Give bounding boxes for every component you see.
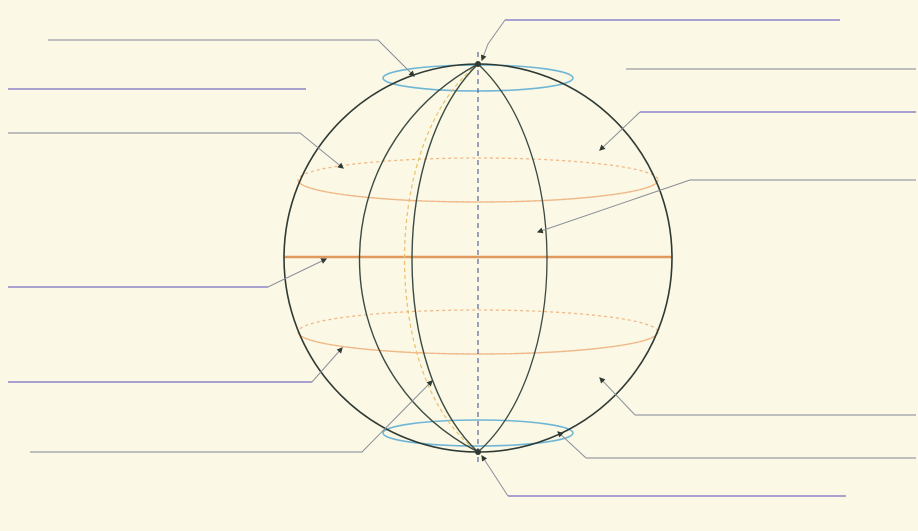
north-pole	[475, 61, 481, 67]
leader-line	[482, 456, 508, 496]
leader-line	[8, 259, 326, 287]
leader-line	[600, 112, 640, 150]
leader-line	[8, 348, 342, 382]
leader-line	[8, 133, 343, 168]
arctic-circle	[383, 65, 573, 91]
leader-line	[482, 20, 505, 60]
leader-line	[48, 40, 414, 76]
leader-line	[600, 378, 635, 415]
south-pole	[475, 449, 481, 455]
leader-line	[30, 381, 432, 452]
leader-line	[538, 180, 690, 232]
